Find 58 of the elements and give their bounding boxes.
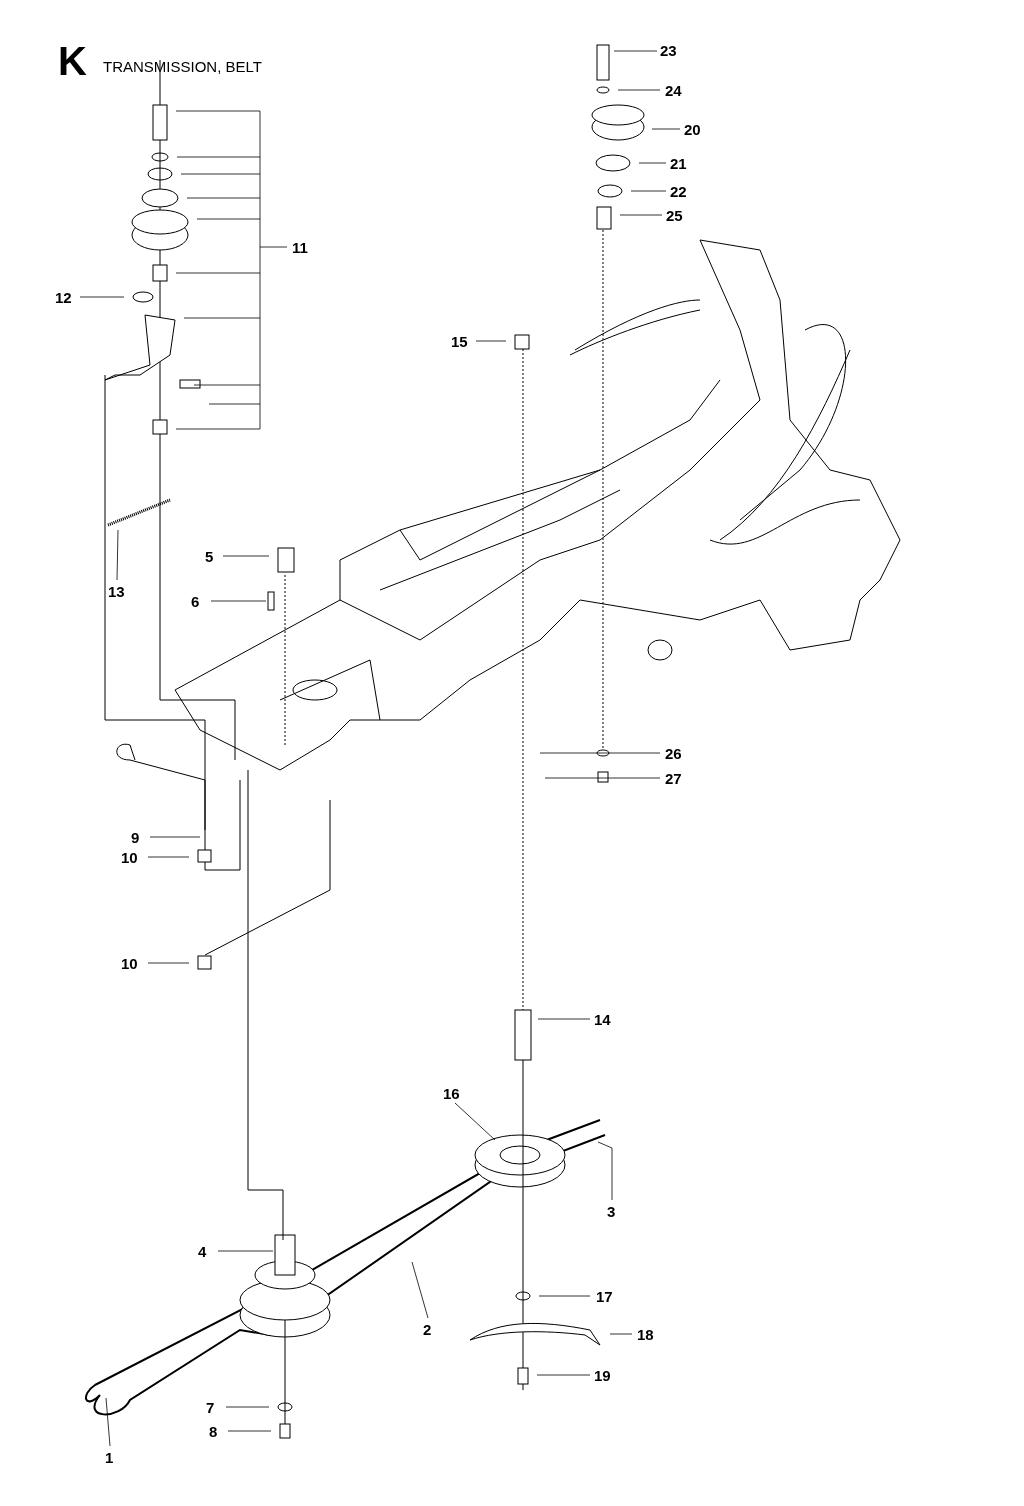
callout-number: 7 bbox=[206, 1399, 215, 1417]
leader-line bbox=[619, 214, 663, 216]
leader-line bbox=[116, 529, 119, 581]
callout-number: 26 bbox=[665, 745, 682, 763]
callout-number: 20 bbox=[684, 121, 701, 139]
callout-number: 6 bbox=[191, 593, 200, 611]
callout-number: 23 bbox=[660, 42, 677, 60]
leader-line bbox=[617, 89, 661, 91]
leader-line bbox=[217, 1250, 274, 1252]
callout-number: 3 bbox=[607, 1203, 616, 1221]
leader-line bbox=[537, 1018, 591, 1020]
leader-line bbox=[538, 1295, 591, 1297]
callout-number: 9 bbox=[131, 829, 140, 847]
leader-line bbox=[147, 962, 190, 964]
leader-line bbox=[638, 162, 667, 164]
leader-line bbox=[536, 1374, 591, 1376]
callout-number: 19 bbox=[594, 1367, 611, 1385]
leader-line bbox=[149, 836, 201, 838]
callout-number: 16 bbox=[443, 1085, 460, 1103]
callout-number: 21 bbox=[670, 155, 687, 173]
leader-line bbox=[227, 1430, 272, 1432]
callout-number: 2 bbox=[423, 1321, 432, 1339]
leader-line bbox=[225, 1406, 270, 1408]
callout-number: 25 bbox=[666, 207, 683, 225]
callout-number: 1 bbox=[105, 1449, 114, 1467]
section-letter: K bbox=[58, 40, 87, 82]
callout-number: 12 bbox=[55, 289, 72, 307]
leader-line bbox=[210, 600, 267, 602]
callout-number: 4 bbox=[198, 1243, 207, 1261]
leader-line bbox=[613, 50, 658, 52]
leader-line bbox=[630, 190, 667, 192]
callout-number: 10 bbox=[121, 955, 138, 973]
leader-line bbox=[175, 110, 288, 430]
leader-line bbox=[597, 1141, 613, 1201]
leader-line bbox=[454, 1102, 496, 1141]
callout-number: 18 bbox=[637, 1326, 654, 1344]
page-title: TRANSMISSION, BELT bbox=[103, 58, 262, 75]
callout-number: 24 bbox=[665, 82, 682, 100]
leader-line bbox=[79, 296, 125, 298]
callout-number: 15 bbox=[451, 333, 468, 351]
callout-number: 8 bbox=[209, 1423, 218, 1441]
callout-number: 5 bbox=[205, 548, 214, 566]
callout-number: 13 bbox=[108, 583, 125, 601]
callout-number: 14 bbox=[594, 1011, 611, 1029]
leader-line bbox=[411, 1261, 429, 1319]
leader-line bbox=[147, 856, 190, 858]
callout-number: 10 bbox=[121, 849, 138, 867]
callout-number: 17 bbox=[596, 1288, 613, 1306]
leader-line bbox=[222, 555, 270, 557]
leader-line bbox=[539, 752, 661, 754]
callout-number: 27 bbox=[665, 770, 682, 788]
leader-line bbox=[544, 777, 661, 779]
callout-number: 11 bbox=[292, 239, 308, 257]
leader-line bbox=[105, 1397, 111, 1447]
leader-line bbox=[475, 340, 507, 342]
leader-line bbox=[609, 1333, 633, 1335]
callout-number: 22 bbox=[670, 183, 687, 201]
leader-line bbox=[651, 128, 681, 130]
